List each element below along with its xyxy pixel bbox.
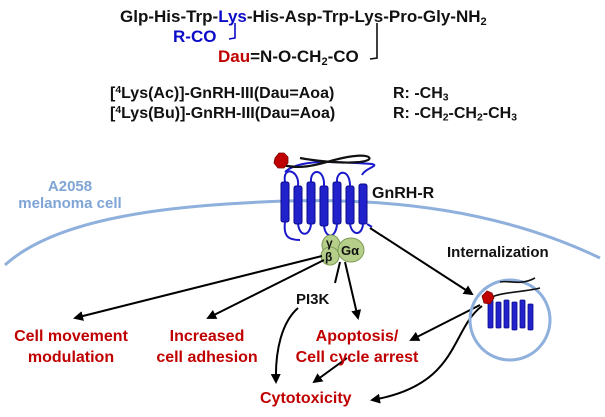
peptide-sequence: Glp-His-Trp-Lys-His-Asp-Trp-Lys-Pro-Gly-… xyxy=(120,7,487,28)
r-rest: -CH xyxy=(448,105,477,122)
seq-lys: Lys xyxy=(218,7,247,26)
compound-2: [4Lys(Bu)]-GnRH-III(Dau=Aoa) xyxy=(110,104,336,122)
r-sub: 3 xyxy=(442,92,449,104)
dau-label: Dau xyxy=(218,47,251,66)
compound-name: Lys(Ac)]-GnRH-III(Dau=Aoa) xyxy=(121,85,335,102)
cell-label-line2: melanoma cell xyxy=(18,195,122,212)
compound-2-r: R: -CH2-CH2-CH3 xyxy=(393,105,517,124)
r-rest2: -CH xyxy=(482,105,512,122)
g-beta-label: β xyxy=(325,250,333,264)
compound-1-r: R: -CH3 xyxy=(393,85,449,104)
internalization-label: Internalization xyxy=(447,244,549,261)
seq-start: Glp-His-Trp- xyxy=(120,7,219,26)
endosome xyxy=(468,278,552,362)
position-sup: 4 xyxy=(115,84,122,96)
outcome-cell-movement-line1: Cell movement xyxy=(14,328,128,345)
pi3k-line xyxy=(334,261,341,284)
outcome-apoptosis-line1: Apoptosis/ xyxy=(315,328,399,345)
r-sub3: 3 xyxy=(511,112,517,124)
gnrh-receptor xyxy=(280,181,368,227)
arrow-pi3k-cytotox xyxy=(270,307,299,384)
bracket: [ xyxy=(110,105,116,122)
receptor-label: GnRH-R xyxy=(372,185,435,202)
outcome-apoptosis-line2: Cell cycle arrest xyxy=(295,349,419,366)
outcome-cytotoxicity: Cytotoxicity xyxy=(260,390,352,407)
r-label: R: -CH xyxy=(393,85,443,102)
g-alpha-label: Gα xyxy=(341,243,360,258)
lys-bracket xyxy=(228,23,236,40)
cell-label-line1: A2058 xyxy=(47,178,93,195)
pi3k-label: PI3K xyxy=(296,291,330,308)
linker-sub: 2 xyxy=(321,55,328,68)
r-sub2: 2 xyxy=(476,112,483,124)
r-sub: 2 xyxy=(442,112,449,124)
r-co-label: R-CO xyxy=(173,27,217,46)
outcome-adhesion-line1: Increased xyxy=(169,328,245,345)
position-sup: 4 xyxy=(115,104,122,116)
peptide-ligand xyxy=(282,154,371,169)
g-gamma-label: γ xyxy=(326,236,333,250)
bracket: [ xyxy=(110,85,116,102)
arrow-internalization xyxy=(369,227,474,296)
compound-name: Lys(Bu)]-GnRH-III(Dau=Aoa) xyxy=(121,105,336,122)
linker-end: -CO xyxy=(327,47,359,66)
outcome-adhesion: Increased cell adhesion xyxy=(148,326,266,368)
g-alpha xyxy=(337,237,365,263)
outcome-cell-movement: Cell movement modulation xyxy=(6,326,136,368)
arrow-adhesion xyxy=(206,259,325,319)
arrow-apoptosis-cytotox xyxy=(312,357,348,384)
r-label: R: -CH xyxy=(393,105,443,122)
seq-sub: 2 xyxy=(480,15,487,28)
linker-label: =N-O-CH xyxy=(250,47,322,66)
lys8-bracket xyxy=(369,23,378,60)
arrow-cell-movement xyxy=(73,255,323,321)
seq-rest: -His-Asp-Trp-Lys-Pro-Gly-NH xyxy=(246,7,481,26)
outcome-apoptosis: Apoptosis/ Cell cycle arrest xyxy=(287,326,427,368)
arrow-internal-apoptosis xyxy=(409,304,481,341)
dau-linker: Dau=N-O-CH2-CO xyxy=(218,47,359,68)
compound-1: [4Lys(Ac)]-GnRH-III(Dau=Aoa) xyxy=(110,84,335,102)
internalized-drug xyxy=(481,290,495,305)
cell-label: A2058 melanoma cell xyxy=(5,178,135,212)
arrow-apoptosis xyxy=(344,261,362,320)
outcome-cell-movement-line2: modulation xyxy=(27,349,115,366)
outcome-adhesion-line2: cell adhesion xyxy=(156,349,258,366)
arrow-internal-cytotox xyxy=(370,305,483,404)
drug-icon xyxy=(273,152,289,169)
internalized-receptor xyxy=(487,299,534,331)
